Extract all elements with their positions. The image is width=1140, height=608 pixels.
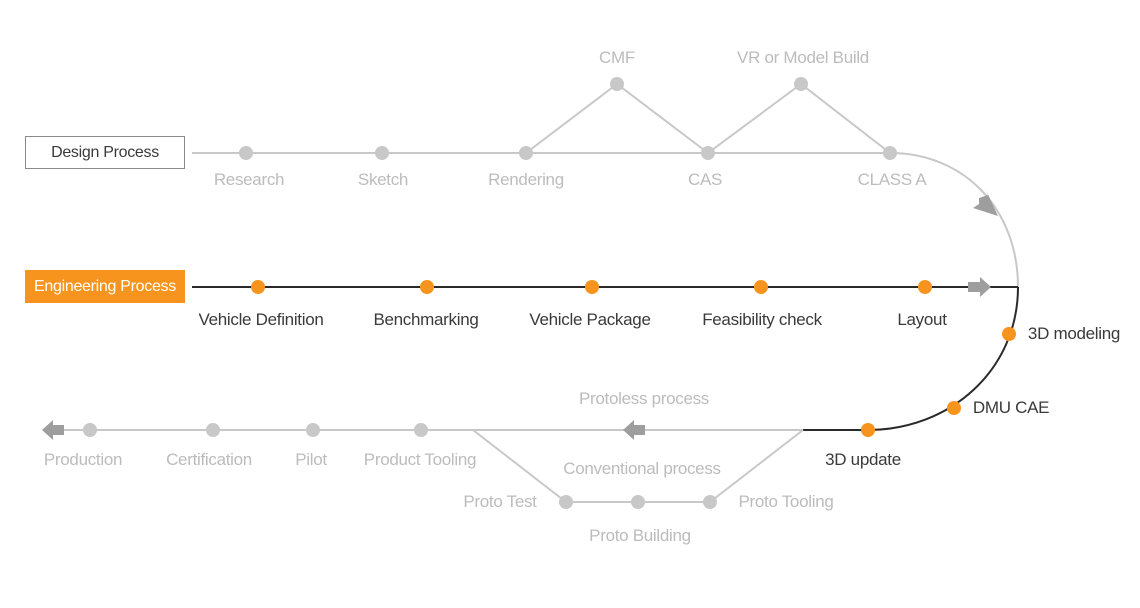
station-dot-production: [83, 423, 97, 437]
arrow-down-right-icon: [973, 190, 998, 216]
station-dot-certification: [206, 423, 220, 437]
station-label-vehicle-package: Vehicle Package: [529, 310, 651, 329]
station-dot-3d-modeling: [1002, 327, 1016, 341]
station-dot-proto-building: [631, 495, 645, 509]
station-dot-3d-update: [861, 423, 875, 437]
station-dot-pilot: [306, 423, 320, 437]
station-dot-vehicle-package: [585, 280, 599, 294]
station-dot-benchmarking: [420, 280, 434, 294]
station-dot-sketch: [375, 146, 389, 160]
station-label-pilot: Pilot: [295, 450, 327, 469]
station-label-class-a: CLASS A: [857, 170, 927, 189]
cmf-branch-line: [525, 82, 709, 154]
arrow-left-icon: [623, 420, 645, 440]
branch-label-vr: VR or Model Build: [737, 48, 869, 67]
branch-label-cmf: CMF: [599, 48, 635, 67]
station-label-proto-test: Proto Test: [463, 492, 537, 511]
design-to-engineering-curve: [889, 152, 1019, 288]
protoless-process-label: Protoless process: [578, 389, 710, 408]
engineering-return-curve: [803, 286, 1019, 431]
station-label-certification: Certification: [166, 450, 252, 469]
station-label-cas: CAS: [687, 170, 723, 189]
station-dot-cas: [701, 146, 715, 160]
station-label-benchmarking: Benchmarking: [373, 310, 479, 329]
station-label-research: Research: [213, 170, 285, 189]
station-label-rendering: Rendering: [488, 170, 564, 189]
station-dot-feasibility: [754, 280, 768, 294]
station-dot-proto-tooling: [703, 495, 717, 509]
station-dot-vehicle-definition: [251, 280, 265, 294]
station-label-production: Production: [43, 450, 123, 469]
station-dot-rendering: [519, 146, 533, 160]
station-dot-product-tooling: [414, 423, 428, 437]
design-process-tag: Design Process: [25, 136, 185, 169]
station-label-proto-tooling: Proto Tooling: [738, 492, 834, 511]
vr-branch-line: [707, 82, 891, 154]
station-dot-proto-test: [559, 495, 573, 509]
station-label-proto-building: Proto Building: [589, 526, 691, 545]
station-label-3d-update: 3D update: [825, 450, 901, 469]
station-label-product-tooling: Product Tooling: [363, 450, 477, 469]
station-label-3d-modeling: 3D modeling: [1027, 324, 1121, 343]
conventional-process-label: Conventional process: [563, 459, 721, 478]
station-label-vehicle-definition: Vehicle Definition: [198, 310, 324, 329]
station-dot-class-a: [883, 146, 897, 160]
station-dot-layout: [918, 280, 932, 294]
station-label-feasibility-check: Feasibility check: [702, 310, 822, 329]
arrow-left-icon: [42, 420, 64, 440]
arrow-right-icon: [968, 277, 991, 297]
station-dot-dmu-cae: [947, 401, 961, 415]
station-dot-vr: [794, 77, 808, 91]
station-label-sketch: Sketch: [357, 170, 409, 189]
engineering-process-tag: Engineering Process: [25, 270, 185, 303]
station-label-dmu-cae: DMU CAE: [972, 398, 1050, 417]
station-dot-cmf: [610, 77, 624, 91]
station-dot-research: [239, 146, 253, 160]
station-label-layout: Layout: [897, 310, 947, 329]
